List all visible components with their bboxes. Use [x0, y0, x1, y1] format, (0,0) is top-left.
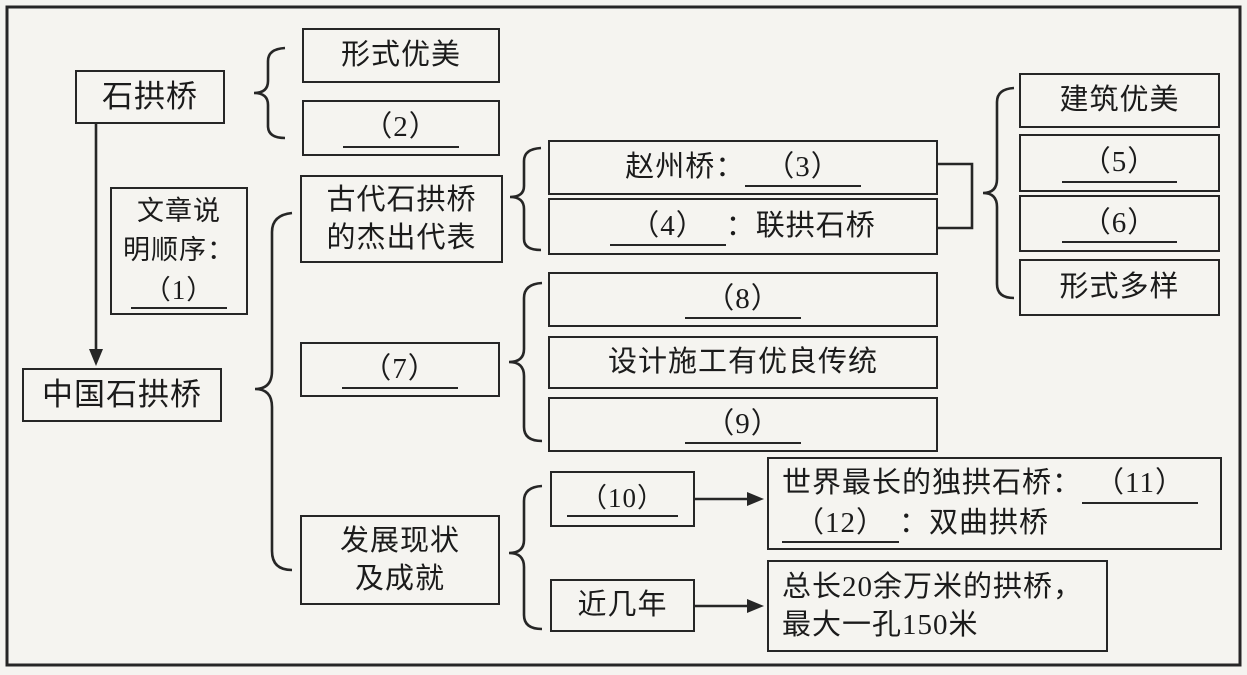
- order-note-line1: 文章说: [137, 196, 221, 227]
- brace-ancient-representatives: [509, 146, 542, 252]
- blank-5: （5）: [1061, 146, 1178, 183]
- outer-border: [5, 5, 1242, 667]
- blank-9: （9）: [685, 408, 801, 445]
- blank-10: （10）: [567, 483, 678, 518]
- node-label: 形式优美: [340, 39, 461, 72]
- node-architecture-beautiful: 建筑优美: [1019, 73, 1220, 128]
- node-label-line1: 发展现状: [339, 524, 460, 557]
- node-blank-6: （6）: [1019, 195, 1220, 252]
- brace-characteristics: [982, 86, 1015, 300]
- blank-6: （6）: [1061, 207, 1178, 244]
- node-label: 建筑优美: [1059, 84, 1180, 117]
- node-blank-7: （7）: [300, 342, 500, 397]
- node-label-line2: 的杰出代表: [326, 222, 477, 254]
- brace-blank7-group: [508, 281, 543, 443]
- node-world-longest: 世界最长的独拱石桥：（11） （12）：双曲拱桥: [767, 457, 1222, 550]
- node-label: 石拱桥: [102, 78, 198, 114]
- node-blank-8: （8）: [548, 272, 938, 327]
- down-arrowhead-icon: [89, 349, 103, 366]
- blank-8: （8）: [685, 283, 801, 320]
- node-total-length: 总长20余万米的拱桥， 最大一孔150米: [767, 560, 1108, 652]
- blank-2: （2）: [343, 111, 459, 148]
- node-blank-9: （9）: [548, 397, 938, 452]
- right-arrowhead-icon: [747, 599, 764, 613]
- node-article-order: 文章说 明顺序： （1）: [110, 187, 248, 315]
- lian-arch-suffix: ：联拱石桥: [725, 209, 876, 242]
- node-label: 设计施工有优良传统: [607, 346, 878, 379]
- node-china-stone-arch-bridge: 中国石拱桥: [22, 368, 222, 422]
- order-note-line2: 明顺序：: [123, 235, 235, 266]
- node-zhaozhou-bridge: 赵州桥：（3）: [548, 140, 938, 195]
- brace-china-bridge: [254, 211, 293, 572]
- brace-development-group: [508, 484, 543, 631]
- node-lugou-bridge: （4）：联拱石桥: [548, 198, 938, 255]
- zhaozhou-prefix: 赵州桥：: [625, 150, 746, 183]
- brace-stone-arch: [253, 46, 286, 140]
- node-recent-years: 近几年: [550, 579, 695, 632]
- blank-3: （3）: [745, 151, 861, 188]
- node-label-line2: 及成就: [354, 563, 445, 595]
- blank-12: （12）: [782, 507, 900, 543]
- node-form-beautiful: 形式优美: [302, 28, 500, 83]
- hyperbolic-suffix: ：双曲拱桥: [899, 506, 1050, 539]
- node-development-status: 发展现状 及成就: [300, 515, 500, 605]
- node-blank-10: （10）: [550, 471, 695, 527]
- blank-11: （11）: [1082, 467, 1198, 504]
- blank-4: （4）: [610, 210, 726, 247]
- node-label: 近几年: [577, 589, 668, 622]
- blank-7: （7）: [342, 353, 458, 390]
- node-blank-5: （5）: [1019, 134, 1220, 192]
- node-blank-2: （2）: [302, 100, 500, 156]
- bracket-bridge-pair: [938, 162, 974, 230]
- node-stone-arch-bridge: 石拱桥: [75, 70, 225, 124]
- total-length-line1: 总长20余万米的拱桥，: [782, 570, 1084, 603]
- node-design-tradition: 设计施工有优良传统: [548, 336, 938, 389]
- node-label: 中国石拱桥: [42, 376, 202, 412]
- blank-1: （1）: [130, 275, 228, 309]
- total-length-line2: 最大一孔150米: [782, 609, 979, 641]
- node-ancient-representatives: 古代石拱桥 的杰出代表: [300, 175, 503, 263]
- node-form-diverse: 形式多样: [1019, 259, 1220, 316]
- node-label: 形式多样: [1059, 271, 1180, 304]
- longest-prefix: 世界最长的独拱石桥：: [782, 467, 1083, 500]
- node-label-line1: 古代石拱桥: [326, 183, 477, 216]
- right-arrowhead-icon: [747, 492, 764, 506]
